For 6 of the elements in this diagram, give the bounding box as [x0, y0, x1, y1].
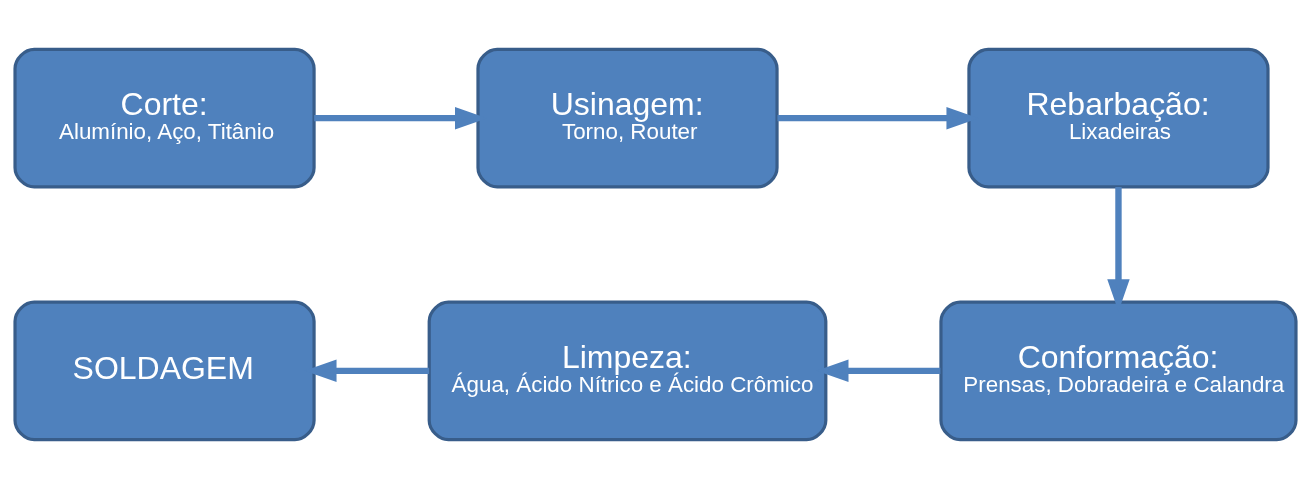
- node-box: Limpeza: Água, Ácido Nítrico e Ácido Crômico: [427, 299, 828, 441]
- node-box: Corte: Alumínio, Aço, Titânio: [13, 47, 316, 189]
- node-box: Rebarbação: Lixadeiras: [967, 47, 1270, 189]
- node-box: Conformação: Prensas, Dobradeira e Calandra: [939, 299, 1298, 441]
- node-box: Usinagem: Torno, Router: [476, 47, 779, 189]
- node-box: SOLDAGEM: [13, 299, 316, 441]
